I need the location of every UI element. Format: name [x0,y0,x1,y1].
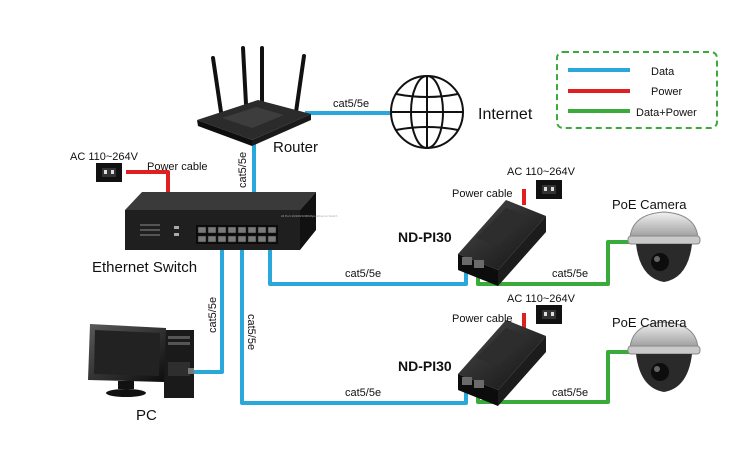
cables [126,111,632,405]
power-cable-label-switch: Power cable [147,161,208,173]
legend-label-power: Power [651,86,683,98]
legend: Data Power Data+Power [556,51,718,129]
legend-label-data-power: Data+Power [636,107,697,119]
cable-label-switch-inj-bottom: cat5/5e [345,387,381,399]
ac-label-inj-top: AC 110~264V [507,166,576,178]
power-socket-icon [96,163,122,182]
cable-label-switch-inj-top: cat5/5e [345,268,381,280]
router-icon [197,46,311,146]
camera-bottom-label: PoE Camera [612,315,687,330]
cable-switch-inj-bottom [240,244,468,405]
cable-label-router-internet: cat5/5e [333,98,369,110]
injector-top-label: ND-PI30 [398,229,452,245]
camera-icon [627,211,701,282]
injector-bottom-label: ND-PI30 [398,358,452,374]
switch-icon [125,192,316,250]
ac-label-inj-bottom: AC 110~264V [507,293,576,305]
legend-label-data: Data [651,66,675,78]
cable-inj-top-camera [476,240,632,286]
globe-icon [390,75,464,149]
router-label: Router [273,139,318,156]
cable-switch-inj-top [268,244,468,286]
cable-label-inj-bottom-camera: cat5/5e [552,387,588,399]
power-cable-label-inj-top: Power cable [452,188,513,200]
injector-icon [458,200,546,286]
power-socket-icon [536,305,562,324]
cable-label-router-switch: cat5/5e [237,152,249,188]
camera-top-label: PoE Camera [612,197,687,212]
pc-icon [88,324,194,398]
cable-label-switch-down: cat5/5e [245,314,257,350]
pc-label: PC [136,407,157,424]
internet-label: Internet [478,106,533,123]
legend-box [556,51,718,129]
cable-switch-pc [193,244,224,374]
power-socket-icon [536,180,562,199]
cable-label-switch-pc: cat5/5e [207,297,219,333]
ac-label-switch: AC 110~264V [70,151,139,163]
switch-label: Ethernet Switch [92,259,197,276]
camera-icon [627,321,701,392]
power-cable-label-inj-bottom: Power cable [452,313,513,325]
power-cable-switch [126,170,170,193]
cable-label-inj-top-camera: cat5/5e [552,268,588,280]
switch-model-text: 24 Port 10/100/1000Mbps Ethernet Switch [281,214,338,218]
injector-icon [458,320,546,406]
